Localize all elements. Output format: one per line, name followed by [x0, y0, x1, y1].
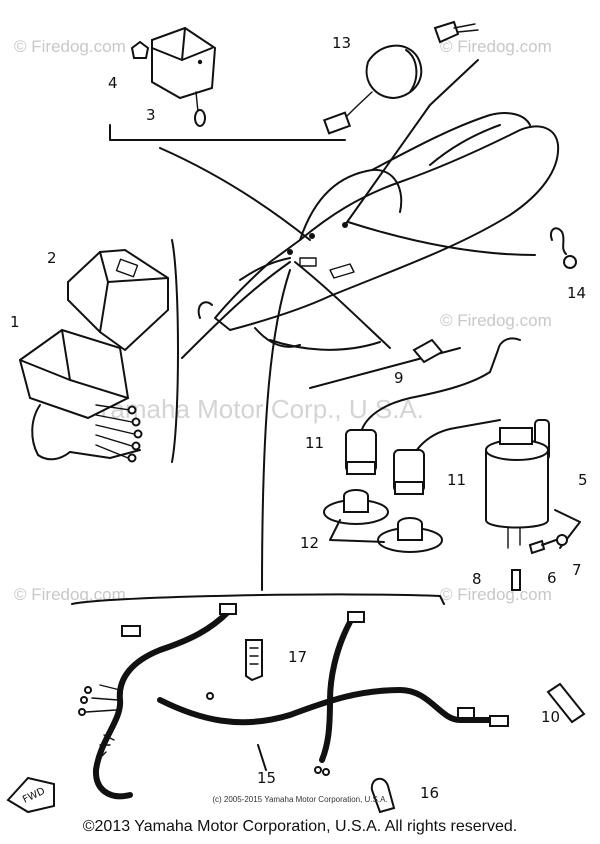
part-4-nut [130, 40, 150, 59]
part-number-9: 9 [394, 369, 404, 387]
diagram-copyright: (c) 2005-2015 Yamaha Motor Corporation, … [212, 795, 388, 804]
watermark-top-left: © Firedog.com [14, 37, 126, 56]
leader-1 [181, 261, 291, 359]
part-number-13: 13 [332, 34, 351, 52]
part-number-1: 1 [10, 313, 20, 331]
fwd-arrow: FWD [6, 776, 55, 814]
bracket-left [171, 239, 179, 463]
part-6-bolt [528, 539, 557, 555]
part-number-11-right: 11 [447, 471, 466, 489]
part-number-6: 6 [547, 569, 557, 587]
part-number-11-left: 11 [305, 434, 324, 452]
leader-13 [344, 59, 479, 226]
part-number-3: 3 [146, 106, 156, 124]
leader-9 [294, 261, 391, 349]
part-number-17: 17 [288, 648, 307, 666]
part-number-7: 7 [572, 561, 582, 579]
part-number-14: 14 [567, 284, 586, 302]
part-number-8: 8 [472, 570, 482, 588]
leader-3 [159, 147, 311, 241]
part-1-cdi-unit [18, 328, 143, 463]
part-labels: 1 2 3 4 5 6 7 8 9 10 11 11 12 13 14 15 1… [10, 34, 588, 802]
leader-15 [261, 269, 291, 591]
copyright-notice: ©2013 Yamaha Motor Corporation, U.S.A. A… [82, 818, 518, 835]
part-number-10: 10 [541, 708, 560, 726]
part-number-2: 2 [47, 249, 57, 267]
bracket-top [109, 124, 346, 141]
part-number-5: 5 [578, 471, 588, 489]
watermark-bottom-right: © Firedog.com [440, 585, 552, 604]
part-2-cover [67, 248, 169, 352]
part-14-clamp [550, 227, 577, 269]
leader-14 [347, 221, 536, 256]
part-3-unit [151, 26, 217, 127]
part-number-16: 16 [420, 784, 439, 802]
part-5-ignition-coil [485, 427, 581, 549]
part-16-clamp [370, 777, 396, 814]
part-10-tube [546, 682, 586, 724]
part-12-grommets [323, 489, 443, 553]
watermark-yamaha: Yamaha Motor Corp., U.S.A. [95, 394, 424, 424]
part-17-band [245, 639, 263, 682]
bracket-bottom [71, 593, 445, 605]
watermark-mid-right: © Firedog.com [440, 311, 552, 330]
watermark-top-right: © Firedog.com [440, 37, 552, 56]
watermark-bottom-left: © Firedog.com [14, 585, 126, 604]
part-13-switch [322, 20, 479, 135]
part-9-clip [412, 338, 444, 364]
part-15-wire-harness [78, 603, 509, 800]
part-number-4: 4 [108, 74, 118, 92]
part-number-12: 12 [300, 534, 319, 552]
part-7-washer [556, 534, 568, 546]
part-number-15: 15 [257, 769, 276, 787]
part-8-terminal [511, 569, 521, 591]
